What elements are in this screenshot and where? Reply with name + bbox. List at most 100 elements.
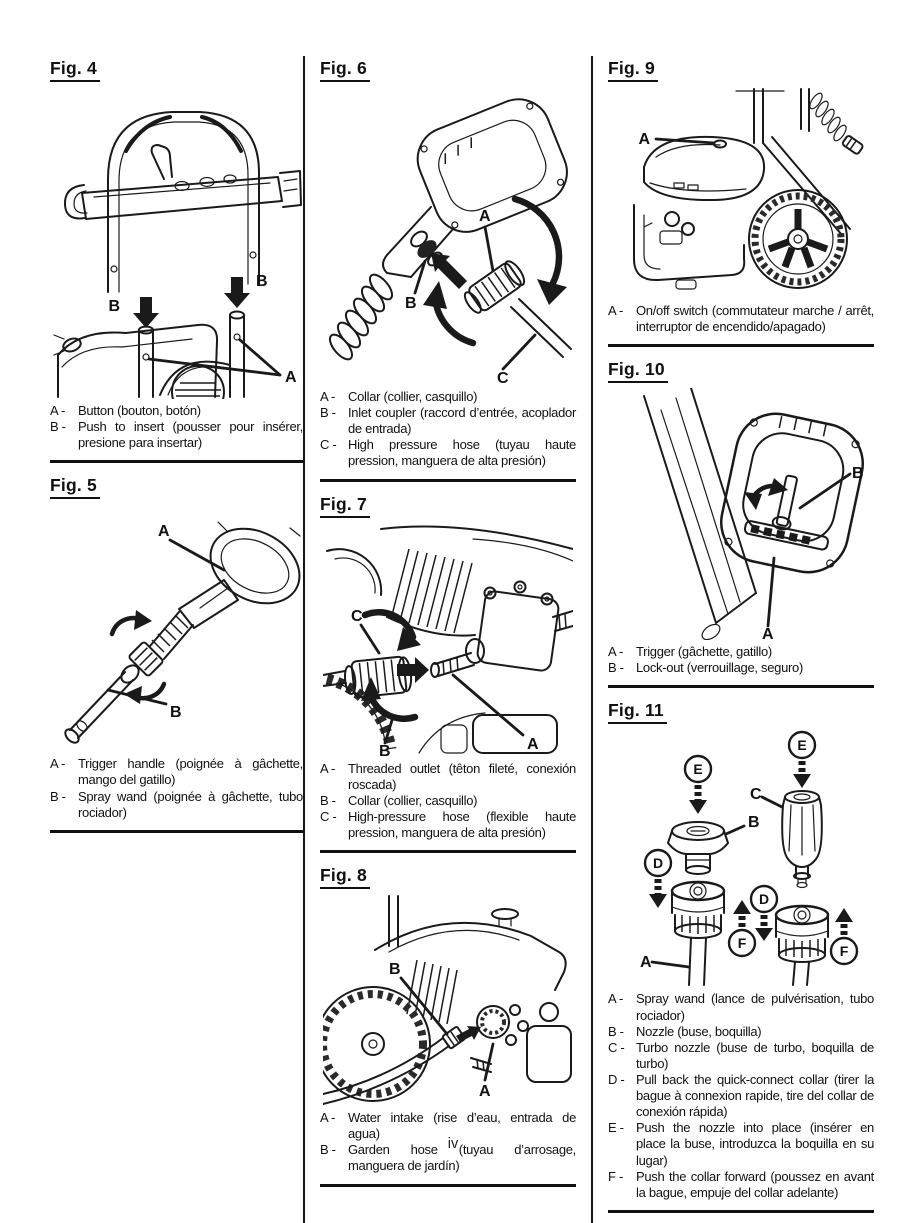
trigger bbox=[743, 520, 829, 551]
fig7-label-c: C bbox=[351, 608, 363, 625]
caption-text: Inlet coupler (raccord d’entrée, acoplad… bbox=[348, 405, 576, 437]
fig11-circle-e-left: E bbox=[693, 761, 702, 777]
push-arrow-icon bbox=[456, 1026, 481, 1043]
coiled-hose bbox=[809, 92, 864, 155]
engine-cowl bbox=[643, 135, 766, 202]
fig4-title: Fig. 4 bbox=[50, 58, 100, 82]
caption-text: Collar (collier, casquillo) bbox=[348, 389, 478, 404]
caption-text: Button (bouton, botón) bbox=[78, 403, 201, 418]
caption-item: B - Inlet coupler (raccord d’entrée, aco… bbox=[320, 405, 576, 437]
trigger-handle bbox=[177, 521, 301, 630]
section-divider bbox=[320, 1183, 576, 1187]
caption-key: D - bbox=[608, 1071, 625, 1087]
caption-item: A - Threaded outlet (têton fileté, conex… bbox=[320, 761, 576, 793]
caption-text: High pressure hose (tuyau haute pression… bbox=[348, 437, 576, 469]
caption-key: C - bbox=[608, 1039, 625, 1055]
caption-item: E - Push the nozzle into place (insérer … bbox=[608, 1120, 874, 1168]
push-arrow-icons bbox=[132, 277, 250, 328]
fig11-circle-e-right: E bbox=[797, 737, 806, 753]
fig7-title: Fig. 7 bbox=[320, 494, 370, 518]
caption-item: A - Trigger (gâchette, gatillo) bbox=[608, 644, 874, 660]
toggle-arrow-icon bbox=[744, 478, 788, 511]
fig11-captions: A - Spray wand (lance de pulvérisation, … bbox=[608, 991, 874, 1200]
caption-key: B - bbox=[608, 1023, 624, 1039]
pump-flange bbox=[480, 1009, 506, 1036]
nozzle bbox=[667, 821, 729, 876]
caption-key: C - bbox=[320, 808, 337, 824]
pump-parts bbox=[643, 211, 695, 245]
fig6-captions: A - Collar (collier, casquillo) B - Inle… bbox=[320, 389, 576, 470]
base-assembly bbox=[52, 310, 245, 399]
fig4-drawing: B B A bbox=[52, 111, 302, 399]
caption-key: A - bbox=[608, 991, 623, 1007]
collar-and-hose bbox=[463, 260, 572, 358]
caption-item: D - Pull back the quick-connect collar (… bbox=[608, 1072, 874, 1120]
trigger-gun bbox=[416, 98, 568, 233]
caption-item: A - Button (bouton, botón) bbox=[50, 403, 303, 419]
caption-key: B - bbox=[320, 792, 336, 808]
section-divider bbox=[320, 850, 576, 854]
section-divider bbox=[50, 460, 303, 464]
figure-9: Fig. 9 bbox=[608, 56, 874, 357]
fig10-title: Fig. 10 bbox=[608, 359, 668, 384]
caption-text: Threaded outlet (têton fileté, conexión … bbox=[348, 760, 576, 792]
fig7-label-a: A bbox=[527, 736, 539, 753]
fig7-label-b: B bbox=[379, 743, 391, 757]
fig11-circle-f-right: F bbox=[840, 943, 849, 959]
figure-4: Fig. 4 bbox=[50, 56, 303, 473]
caption-item: F - Push the collar forward (poussez en … bbox=[608, 1169, 874, 1201]
quick-connect-coupler-right bbox=[774, 905, 830, 964]
fig4-label-b1: B bbox=[108, 298, 120, 315]
caption-item: B - Spray wand (poignée à gâchette, tubo… bbox=[50, 789, 303, 821]
fig11-drawing: E B D bbox=[640, 731, 859, 987]
caption-text: Collar (collier, casquillo) bbox=[348, 792, 478, 808]
caption-key: B - bbox=[50, 788, 66, 804]
caption-key: A - bbox=[320, 760, 335, 776]
caption-key: A - bbox=[608, 303, 623, 318]
fig4-captions: A - Button (bouton, botón) B - Push to i… bbox=[50, 403, 303, 451]
caption-key: A - bbox=[50, 403, 65, 418]
fig6-title: Fig. 6 bbox=[320, 58, 370, 82]
handle-loop bbox=[719, 412, 865, 574]
fig5-captions: A - Trigger handle (poignée à gâchette, … bbox=[50, 756, 303, 820]
push-arrow-icon bbox=[397, 656, 429, 683]
fig5-label-a: A bbox=[158, 523, 170, 540]
pump-assembly bbox=[465, 580, 573, 672]
caption-item: A - Water intake (rise d’eau, entrada de… bbox=[320, 1110, 576, 1142]
figure-10: Fig. 10 bbox=[608, 357, 874, 698]
machine-background bbox=[325, 525, 573, 754]
section-divider bbox=[608, 685, 874, 689]
caption-text: Spray wand (poignée à gâchette, tubo roc… bbox=[78, 788, 303, 820]
onoff-switch bbox=[713, 139, 727, 149]
fig11-label-a: A bbox=[640, 954, 652, 971]
column-right: Fig. 9 bbox=[593, 56, 874, 1223]
wheel-tread bbox=[323, 990, 427, 1099]
figure-5: Fig. 5 bbox=[50, 473, 303, 842]
fig10-label-a: A bbox=[762, 626, 774, 640]
fig4-label-a: A bbox=[285, 369, 297, 386]
fig7-captions: A - Threaded outlet (têton fileté, conex… bbox=[320, 761, 576, 842]
caption-key: B - bbox=[608, 660, 624, 676]
motor-fins bbox=[390, 548, 473, 633]
caption-text: Push to insert (pousser pour insérer, pr… bbox=[78, 419, 303, 451]
wheel bbox=[323, 986, 431, 1103]
rotate-arrow-icons bbox=[361, 608, 421, 722]
caption-text: Push the nozzle into place (insérer en p… bbox=[636, 1120, 874, 1168]
caption-key: C - bbox=[320, 437, 337, 453]
caption-item: B - Lock-out (verrouillage, seguro) bbox=[608, 660, 874, 676]
caption-item: B - Nozzle (buse, boquilla) bbox=[608, 1024, 874, 1040]
threaded-outlet bbox=[430, 651, 475, 678]
fig6-label-b: B bbox=[405, 295, 417, 312]
fig10-captions: A - Trigger (gâchette, gatillo) B - Lock… bbox=[608, 644, 874, 676]
caption-text: Garden hose (tuyau d’arrosage, manguera … bbox=[348, 1142, 576, 1174]
caption-text: On/off switch (commutateur marche / arrê… bbox=[636, 303, 874, 335]
caption-item: B - Garden hose (tuyau d’arrosage, mangu… bbox=[320, 1142, 576, 1174]
frame bbox=[735, 88, 851, 236]
caption-text: Pull back the quick-connect collar (tire… bbox=[636, 1071, 874, 1120]
caption-item: A - Trigger handle (poignée à gâchette, … bbox=[50, 756, 303, 788]
fig11-circle-d-right: D bbox=[759, 891, 769, 907]
figure-11: Fig. 11 E B bbox=[608, 698, 874, 1222]
spray-wand-left bbox=[688, 937, 707, 987]
fig8-label-a: A bbox=[479, 1083, 491, 1100]
machine-body bbox=[374, 895, 572, 1084]
